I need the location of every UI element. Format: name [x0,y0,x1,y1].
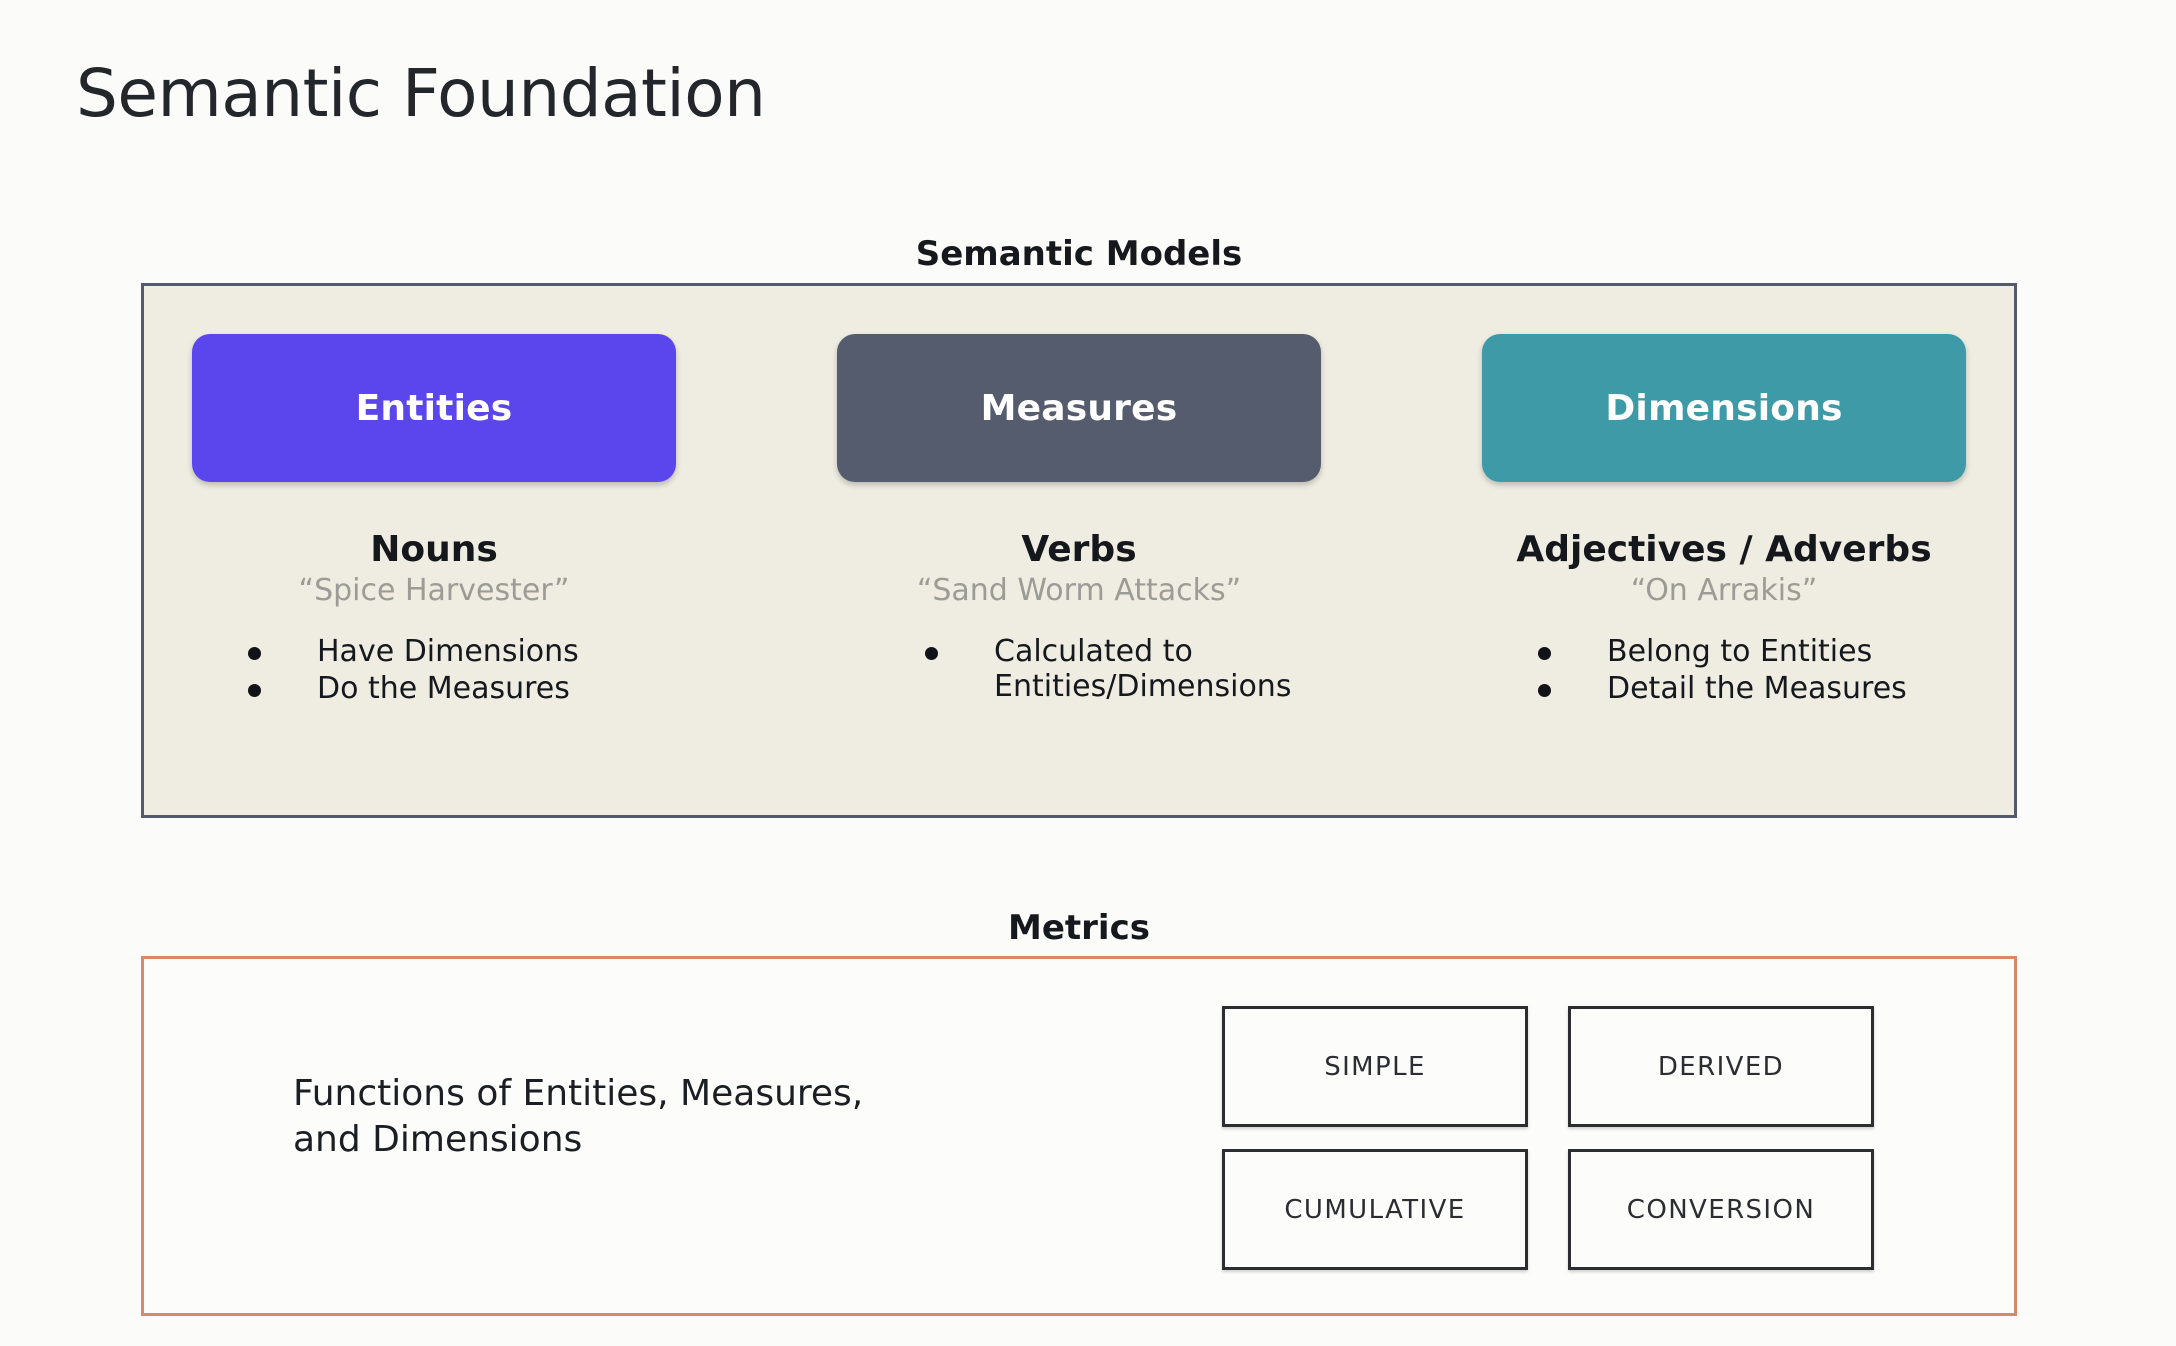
metrics-heading: Metrics [1008,908,1150,948]
measures-trait-list: Calculated to Entities/Dimensions [829,634,1329,707]
entities-trait-label: Do the Measures [317,671,570,707]
list-item: Detail the Measures [1538,671,1907,706]
dimensions-pill[interactable]: Dimensions [1482,334,1966,482]
bullet-icon [1538,647,1551,661]
dimensions-example-phrase: “On Arrakis” [1630,572,1818,608]
list-item: Calculated to Entities/Dimensions [925,634,1291,705]
metric-type-simple[interactable]: SIMPLE [1222,1006,1528,1127]
measures-pill[interactable]: Measures [837,334,1321,482]
metric-type-label: DERIVED [1657,1051,1785,1082]
page-title: Semantic Foundation [76,55,766,132]
metric-type-cumulative[interactable]: CUMULATIVE [1222,1149,1528,1270]
list-item: Do the Measures [248,671,570,706]
entities-part-of-speech: Nouns [370,529,498,570]
measures-pill-label: Measures [980,387,1178,429]
metrics-description: Functions of Entities, Measures, and Dim… [293,1073,864,1161]
list-item: Have Dimensions [248,634,579,669]
metric-type-label: SIMPLE [1324,1051,1426,1082]
semantic-models-heading: Semantic Models [915,234,1243,274]
metric-type-label: CONVERSION [1626,1194,1816,1225]
semantic-column-measures: Measures Verbs “Sand Worm Attacks” Calcu… [829,334,1329,723]
measures-example-phrase: “Sand Worm Attacks” [916,572,1242,608]
entities-example-phrase: “Spice Harvester” [298,572,570,608]
metric-type-label: CUMULATIVE [1284,1194,1466,1225]
measures-trait-label: Calculated to Entities/Dimensions [994,634,1292,705]
metrics-panel: Functions of Entities, Measures, and Dim… [141,956,2017,1316]
entities-trait-label: Have Dimensions [317,634,579,670]
semantic-models-panel: Entities Nouns “Spice Harvester” Have Di… [141,283,2017,818]
semantic-column-dimensions: Dimensions Adjectives / Adverbs “On Arra… [1474,334,1974,725]
measures-part-of-speech: Verbs [1021,529,1137,570]
entities-pill[interactable]: Entities [192,334,676,482]
metric-type-derived[interactable]: DERIVED [1568,1006,1874,1127]
dimensions-trait-label: Belong to Entities [1607,634,1873,670]
dimensions-trait-list: Belong to Entities Detail the Measures [1474,634,1974,709]
bullet-icon [1538,684,1551,698]
bullet-icon [248,647,261,661]
metric-type-conversion[interactable]: CONVERSION [1568,1149,1874,1270]
list-item: Belong to Entities [1538,634,1872,669]
metric-type-grid: SIMPLE DERIVED CUMULATIVE CONVERSION [1222,1006,1922,1270]
bullet-icon [248,684,261,698]
semantic-models-columns: Entities Nouns “Spice Harvester” Have Di… [144,286,2014,815]
dimensions-trait-label: Detail the Measures [1607,671,1907,707]
entities-trait-list: Have Dimensions Do the Measures [184,634,684,709]
bullet-icon [925,647,938,661]
semantic-column-entities: Entities Nouns “Spice Harvester” Have Di… [184,334,684,725]
entities-pill-label: Entities [355,387,513,429]
dimensions-pill-label: Dimensions [1605,387,1843,429]
dimensions-part-of-speech: Adjectives / Adverbs [1516,529,1932,570]
